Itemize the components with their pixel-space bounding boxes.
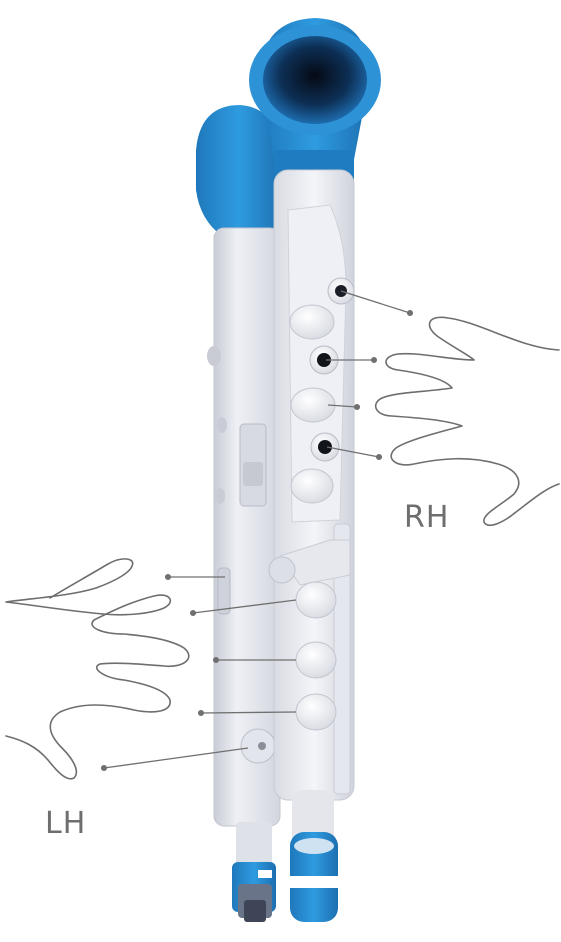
- rh-tone-hole-1: [290, 305, 334, 339]
- left-tube: [196, 105, 282, 922]
- lh-key-2: [296, 642, 336, 678]
- rh-tone-hole-3: [291, 469, 333, 503]
- right-hand-outline: [376, 317, 559, 525]
- lh-key-1: [296, 582, 336, 618]
- right-hand-label: RH: [404, 500, 449, 535]
- lh-key-3: [296, 694, 336, 730]
- left-hand-outline: [6, 559, 189, 779]
- left-hand-label: LH: [45, 806, 86, 841]
